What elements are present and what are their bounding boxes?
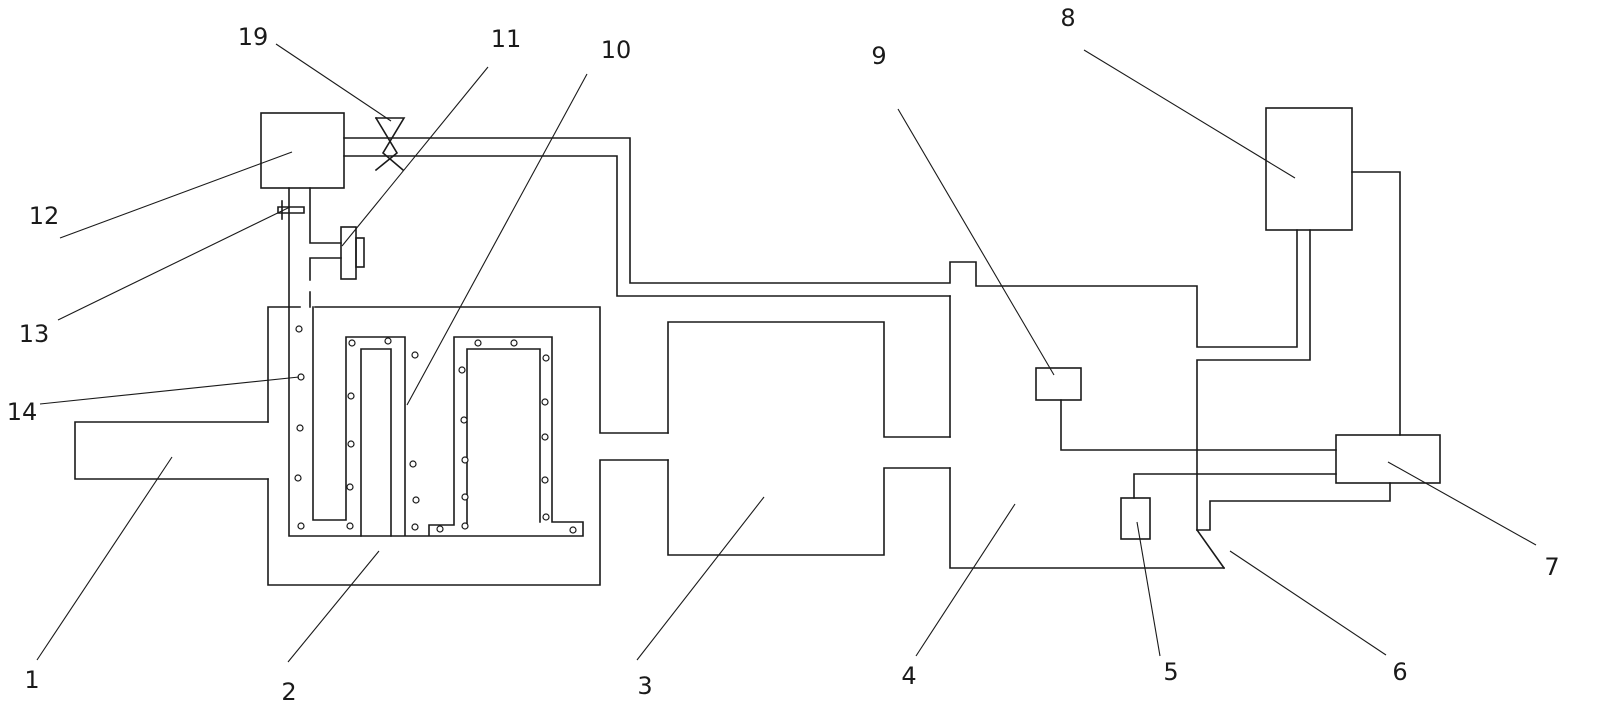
label-1: 1 — [24, 666, 39, 694]
leader-12 — [59, 151, 293, 239]
label-14: 14 — [7, 398, 38, 426]
leader-9 — [897, 108, 1055, 376]
perforation-hole — [458, 366, 466, 374]
component-11-pump — [340, 226, 365, 280]
tank-drain-pipe — [288, 187, 342, 308]
control-wire-8 — [1351, 171, 1401, 436]
leader-2 — [287, 550, 380, 663]
leader-7 — [1387, 461, 1537, 546]
leader-14 — [39, 376, 300, 405]
component-4-chamber — [949, 229, 1311, 569]
perforation-hole — [347, 440, 355, 448]
component-19-valve — [374, 116, 406, 172]
component-9-sensor — [1035, 367, 1082, 401]
label-10: 10 — [601, 36, 632, 64]
component-6-valve — [1195, 482, 1391, 570]
component-12-tank — [260, 112, 345, 189]
perforation-hole — [541, 398, 549, 406]
perforation-hole — [384, 337, 392, 345]
perforation-hole — [461, 522, 469, 530]
leader-19 — [275, 43, 392, 122]
leader-10 — [406, 73, 588, 406]
component-7-controller — [1335, 434, 1441, 484]
leader-8 — [1083, 49, 1296, 179]
perforation-hole — [409, 460, 417, 468]
perforation-hole — [295, 325, 303, 333]
perforation-hole — [460, 416, 468, 424]
component-5-sensor — [1120, 497, 1151, 540]
perforation-hole — [474, 339, 482, 347]
component-13-tap — [277, 200, 305, 220]
tube-perforations — [294, 325, 577, 534]
perforation-hole — [348, 339, 356, 347]
label-9: 9 — [871, 42, 886, 70]
perforation-hole — [541, 433, 549, 441]
label-4: 4 — [901, 662, 916, 690]
component-1-inlet-pipe — [74, 421, 269, 480]
control-wire-9 — [1060, 399, 1337, 451]
perforation-hole — [296, 424, 304, 432]
reference-numerals: 1 2 3 4 5 6 7 8 9 10 11 12 13 14 19 — [7, 4, 1560, 706]
perforation-hole — [569, 526, 577, 534]
component-8-tank — [1265, 107, 1353, 231]
label-2: 2 — [281, 678, 296, 706]
perforation-hole — [411, 351, 419, 359]
label-5: 5 — [1163, 658, 1178, 686]
perforation-hole — [461, 493, 469, 501]
leader-6 — [1229, 550, 1387, 656]
supply-pipe-inner — [343, 155, 951, 297]
label-3: 3 — [637, 672, 652, 700]
control-wire-5 — [1133, 473, 1337, 499]
label-8: 8 — [1060, 4, 1075, 32]
leader-4 — [915, 503, 1016, 657]
perforation-hole — [347, 392, 355, 400]
perforation-hole — [541, 476, 549, 484]
perforation-hole — [542, 354, 550, 362]
label-11: 11 — [491, 25, 522, 53]
perforation-hole — [346, 483, 354, 491]
label-13: 13 — [19, 320, 50, 348]
label-7: 7 — [1544, 553, 1559, 581]
perforation-hole — [297, 522, 305, 530]
leader-11 — [341, 66, 489, 247]
supply-pipe — [343, 137, 1298, 348]
component-3-chamber — [667, 321, 951, 556]
perforation-hole — [436, 525, 444, 533]
label-6: 6 — [1392, 658, 1407, 686]
perforation-hole — [412, 496, 420, 504]
leader-3 — [636, 496, 765, 661]
component-10-serpentine-tube-outer — [288, 306, 584, 537]
label-12: 12 — [29, 202, 60, 230]
leader-13 — [57, 206, 291, 321]
leader-5 — [1136, 521, 1161, 657]
perforation-hole — [411, 523, 419, 531]
perforation-hole — [542, 513, 550, 521]
perforation-hole — [510, 339, 518, 347]
label-19: 19 — [238, 23, 269, 51]
leader-1 — [36, 456, 173, 661]
leader-lines — [36, 43, 1537, 663]
perforation-hole — [294, 474, 302, 482]
perforation-hole — [346, 522, 354, 530]
perforation-hole — [461, 456, 469, 464]
component-10-serpentine-tube-inner — [360, 348, 541, 537]
